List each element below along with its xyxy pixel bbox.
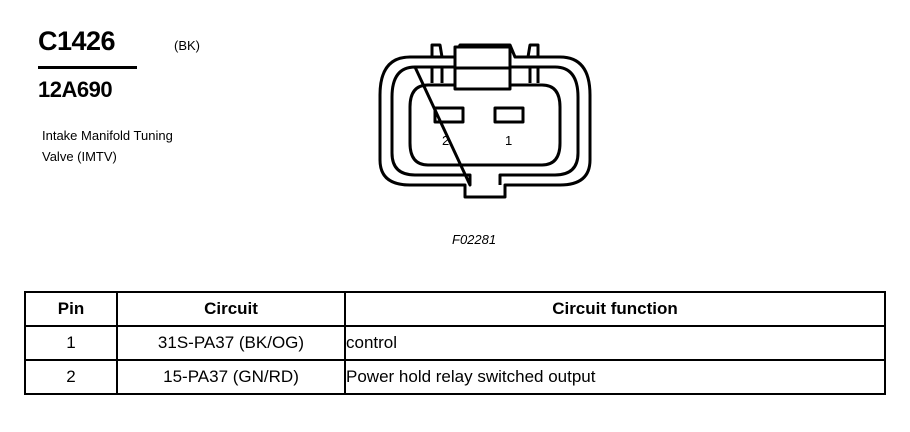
- header-pin: Pin: [24, 291, 118, 327]
- cell-pin: 1: [24, 325, 118, 361]
- connector-outer-shell: [378, 43, 592, 199]
- header-circuit-function: Circuit function: [344, 291, 886, 327]
- connector-color: (BK): [174, 38, 200, 53]
- cell-pin: 2: [24, 359, 118, 395]
- figure-id: F02281: [452, 232, 497, 247]
- table-row: 1 31S-PA37 (BK/OG) control: [24, 325, 886, 361]
- connector-middle-ring: [390, 65, 580, 187]
- table-row: 2 15-PA37 (GN/RD) Power hold relay switc…: [24, 359, 886, 395]
- header-circuit: Circuit: [116, 291, 346, 327]
- title-underline: [38, 66, 137, 69]
- connector-inner-cavity: [408, 83, 562, 167]
- table-header-row: Pin Circuit Circuit function: [24, 291, 886, 327]
- cell-circuit: 31S-PA37 (BK/OG): [116, 325, 346, 361]
- connector-description: Intake Manifold Tuning Valve (IMTV): [42, 128, 173, 164]
- part-number: 12A690: [38, 77, 113, 102]
- terminal-2: [433, 106, 465, 124]
- pin-label-1: 1: [505, 133, 512, 148]
- connector-face-diagram: 2 1: [378, 43, 592, 199]
- connector-id: C1426: [38, 26, 116, 56]
- cell-circuit: 15-PA37 (GN/RD): [116, 359, 346, 395]
- cell-function: Power hold relay switched output: [344, 359, 886, 395]
- terminal-1: [493, 106, 525, 124]
- pin-table: Pin Circuit Circuit function 1 31S-PA37 …: [24, 291, 886, 395]
- pin-label-2: 2: [442, 133, 449, 148]
- cell-function: control: [344, 325, 886, 361]
